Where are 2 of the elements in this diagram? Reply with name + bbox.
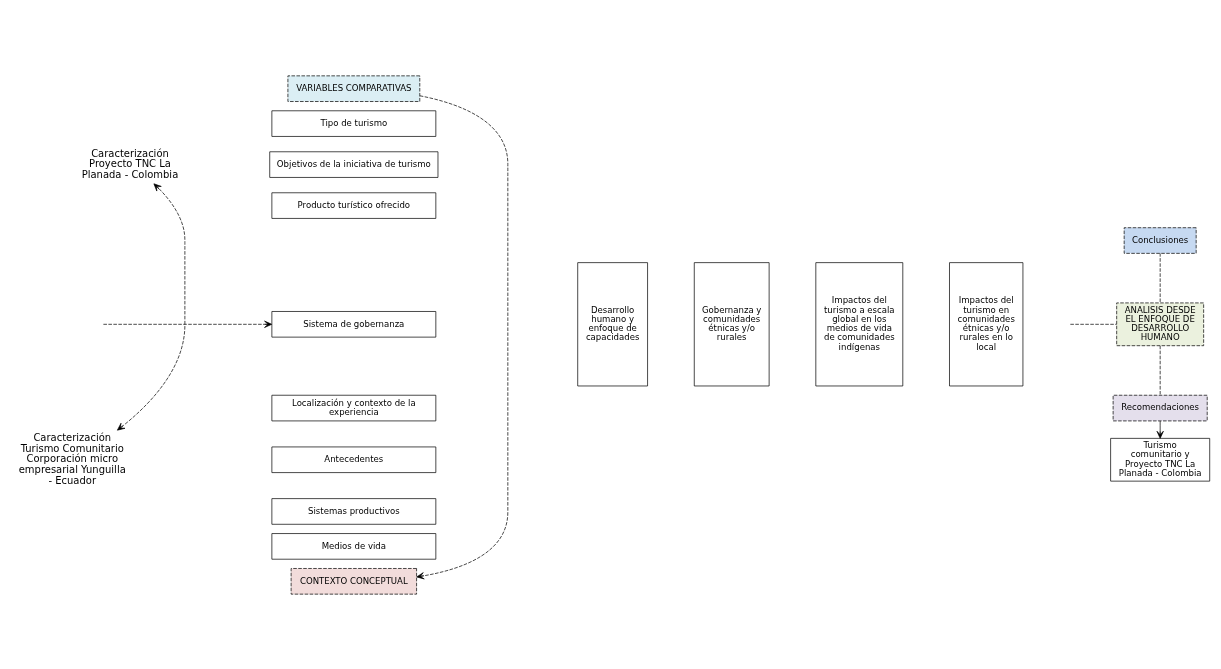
node-text: Caracterización Proyecto TNC La Planada - Colombia [81,147,179,180]
node-text: Caracterización Turismo Comunitario Corporación micro empresarial Yunguilla - Ecuador [18,431,126,486]
